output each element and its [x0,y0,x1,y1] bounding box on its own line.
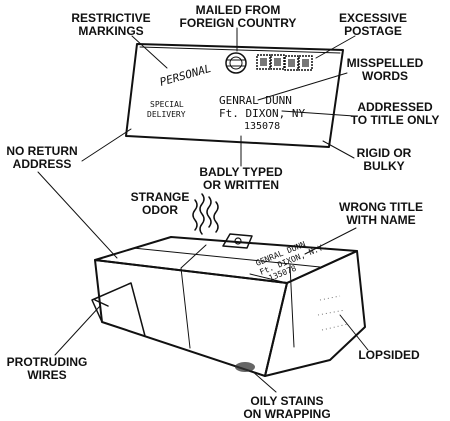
svg-text:NO RETURN: NO RETURN [6,144,77,158]
label-excessive-postage: EXCESSIVE POSTAGE [339,11,407,38]
restrictive-marking-text: PERSONAL [158,62,213,89]
package-shading [318,296,348,330]
pointer-restrictive-markings [132,36,167,68]
postage-stamps-icon [257,55,312,70]
svg-text:FOREIGN COUNTRY: FOREIGN COUNTRY [180,16,297,30]
label-misspelled-words: MISSPELLED WORDS [347,56,424,83]
svg-text:TO TITLE ONLY: TO TITLE ONLY [351,113,440,127]
label-protruding-wires: PROTRUDING WIRES [7,355,88,382]
svg-text:EXCESSIVE: EXCESSIVE [339,11,407,25]
special-delivery-text: SPECIAL [150,100,184,109]
svg-text:WORDS: WORDS [362,69,408,83]
svg-text:POSTAGE: POSTAGE [344,24,402,38]
label-addressed-to-title-only: ADDRESSED TO TITLE ONLY [351,100,440,127]
pointer-no-return-address-package [38,172,117,258]
envelope-address-line: Ft. DIXON, NY [219,107,305,120]
svg-text:RESTRICTIVE: RESTRICTIVE [71,11,150,25]
label-oily-stains-on-wrapping: OILY STAINS ON WRAPPING [243,394,330,421]
pointer-misspelled-words [258,73,347,100]
svg-text:PROTRUDING: PROTRUDING [7,355,88,369]
envelope-address-line: 135078 [244,121,280,132]
svg-text:ADDRESS: ADDRESS [13,157,72,171]
svg-text:OR WRITTEN: OR WRITTEN [203,178,279,192]
label-restrictive-markings: RESTRICTIVE MARKINGS [71,11,150,38]
postmark-icon [226,53,246,73]
protruding-wire [95,300,108,306]
svg-text:ON WRAPPING: ON WRAPPING [243,407,330,421]
envelope: PERSONAL SPECIAL DELIVERY GENRAL DUNN Ft… [126,44,343,147]
pointer-no-return-address-envelope [82,129,131,161]
svg-text:ODOR: ODOR [142,203,178,217]
package-front-face [95,260,287,376]
package: GENRAL DUNN Ft. DIXON, N.Y. 135078 [92,194,365,376]
svg-text:MISSPELLED: MISSPELLED [347,56,424,70]
pointer-rigid-or-bulky [323,141,354,158]
svg-text:ADDRESSED: ADDRESSED [357,100,433,114]
pointer-lines [38,28,368,392]
svg-text:WRONG TITLE: WRONG TITLE [339,200,423,214]
svg-text:OILY STAINS: OILY STAINS [250,394,323,408]
svg-text:STRANGE: STRANGE [131,190,190,204]
label-badly-typed-or-written: BADLY TYPED OR WRITTEN [199,165,283,192]
svg-text:RIGID OR: RIGID OR [357,146,412,160]
special-delivery-text: DELIVERY [147,110,186,119]
label-no-return-address: NO RETURN ADDRESS [6,144,77,171]
svg-text:BADLY TYPED: BADLY TYPED [199,165,283,179]
odor-fumes-icon [193,194,218,234]
label-mailed-from-foreign-country: MAILED FROM FOREIGN COUNTRY [180,3,297,30]
svg-text:BULKY: BULKY [363,159,404,173]
svg-text:MARKINGS: MARKINGS [78,24,143,38]
label-rigid-or-bulky: RIGID OR BULKY [357,146,412,173]
envelope-address-line: GENRAL DUNN [219,94,292,107]
label-wrong-title-with-name: WRONG TITLE WITH NAME [339,200,423,227]
svg-text:WIRES: WIRES [27,368,66,382]
svg-text:MAILED FROM: MAILED FROM [196,3,281,17]
pointer-protruding-wires [55,306,100,355]
svg-text:WITH NAME: WITH NAME [346,213,415,227]
label-strange-odor: STRANGE ODOR [131,190,190,217]
pointer-excessive-postage [316,36,355,58]
